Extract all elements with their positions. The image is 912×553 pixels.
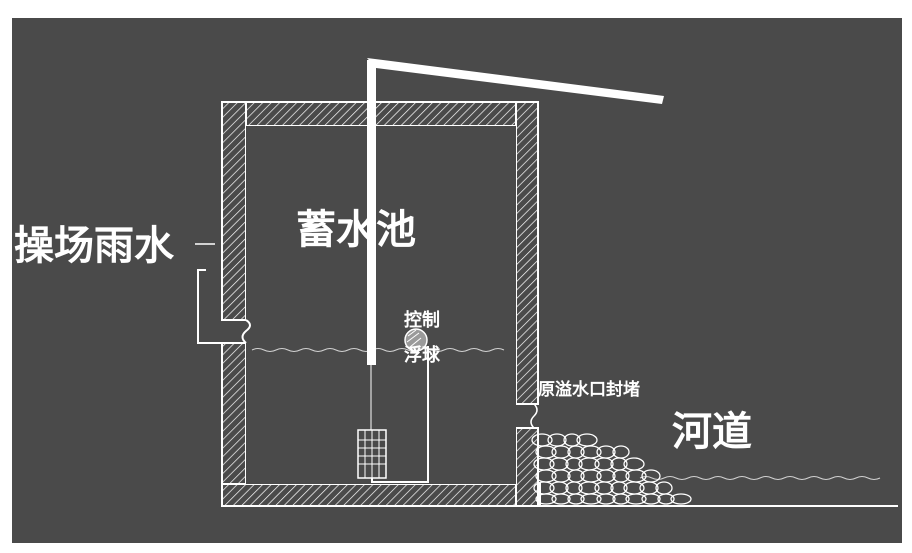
rock (567, 493, 585, 505)
rock (612, 493, 630, 505)
rock (596, 493, 616, 505)
label-playground-rainwater: 操场雨水 (14, 223, 174, 269)
tank-walls (221, 101, 541, 507)
tank-water-surface (251, 348, 505, 352)
label-float: 浮球 (404, 345, 440, 366)
river-water-surface (639, 476, 881, 480)
rock (625, 493, 647, 505)
label-control: 控制 (404, 310, 440, 331)
float-ball-icon (404, 328, 428, 352)
sealed-overflow-opening (516, 404, 538, 428)
label-river: 河道 (672, 409, 752, 455)
label-storage-tank: 蓄水池 (296, 207, 416, 253)
rock (657, 493, 675, 505)
vent-pipe (367, 60, 376, 365)
riprap-stones (531, 433, 692, 505)
rock (563, 433, 581, 447)
rock (670, 493, 692, 505)
rock (535, 493, 557, 505)
roof-canopy (367, 58, 664, 104)
rock (641, 493, 661, 505)
inlet-pipe (197, 269, 251, 344)
rock (551, 493, 571, 505)
rock (580, 493, 602, 505)
label-original-overflow-sealed: 原溢水口封堵 (538, 380, 640, 400)
float-control-wire (371, 346, 429, 483)
